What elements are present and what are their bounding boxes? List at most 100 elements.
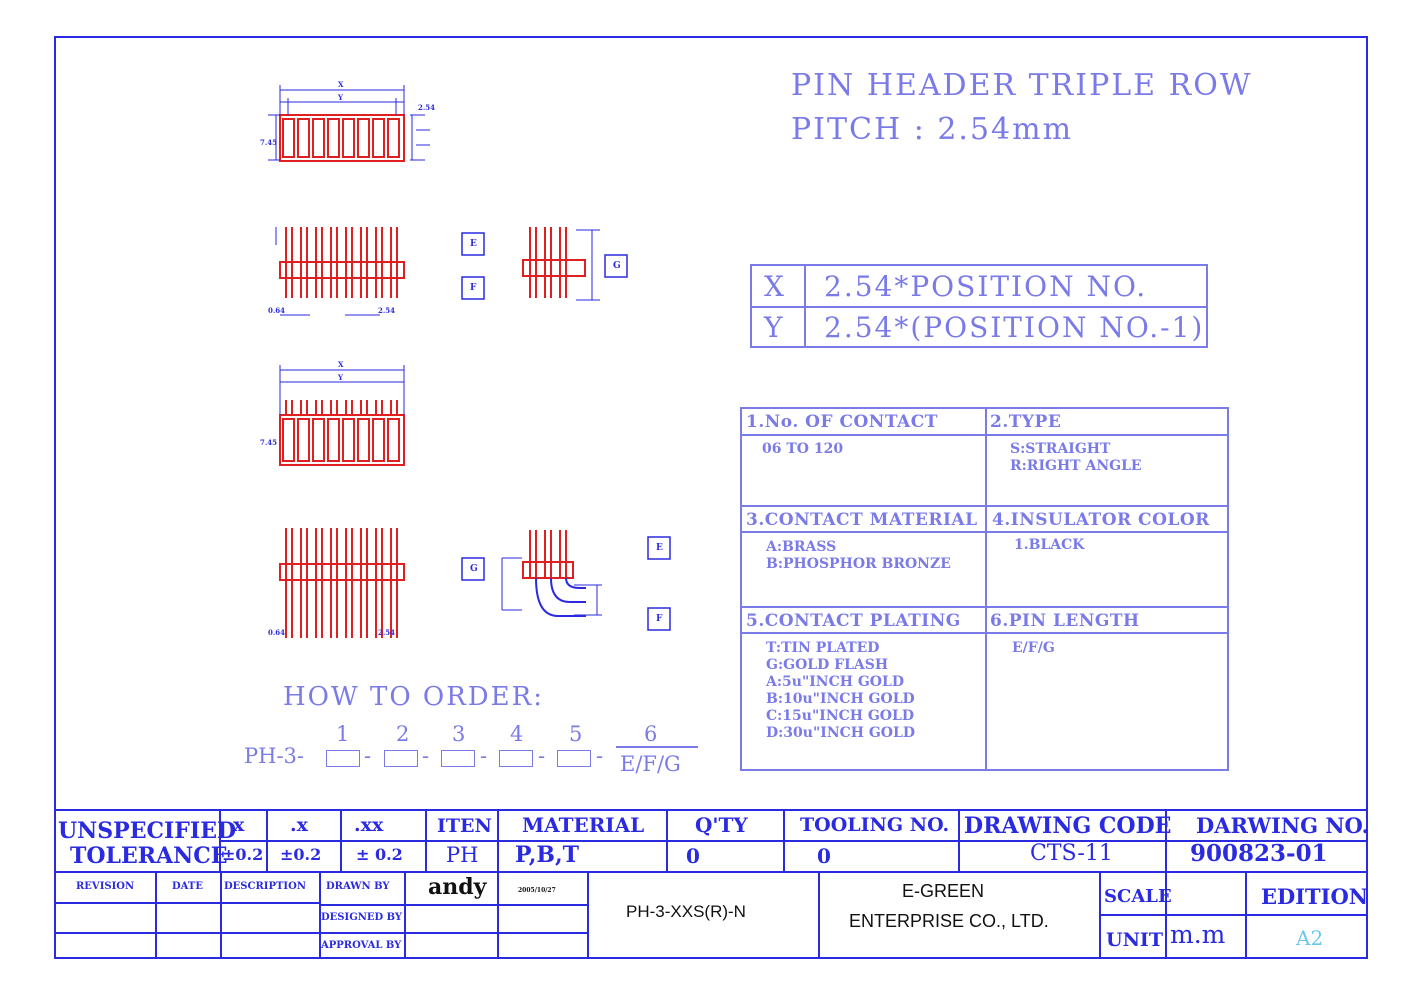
revision-label: REVISION	[76, 881, 135, 892]
callout-letters: E F G G E F	[470, 239, 663, 624]
title-block-grid	[54, 809, 1368, 959]
drawing-title: PIN HEADER TRIPLE ROW	[791, 68, 1253, 103]
tooling-value: 0	[817, 844, 831, 868]
dim-745-label: 7.45	[260, 438, 277, 447]
order-field-number: 4	[510, 722, 524, 746]
profile-ra-pins	[529, 530, 567, 578]
option-heading: 5.CONTACT PLATING	[746, 611, 961, 631]
order-dash: -	[364, 744, 372, 768]
option-body: A:BRASS B:PHOSPHOR BRONZE	[766, 539, 951, 572]
order-dash: -	[480, 744, 488, 768]
dim-pitch-label: 2.54	[378, 306, 395, 315]
order-field-number: 1	[336, 722, 350, 746]
iten-value: PH	[446, 843, 479, 867]
option-body: S:STRAIGHT R:RIGHT ANGLE	[1010, 441, 1142, 474]
order-dash: -	[596, 744, 604, 768]
date-label: DATE	[172, 881, 203, 892]
dim-x-label: X	[338, 360, 344, 369]
drawing-code-header: DRAWING CODE	[964, 813, 1172, 839]
dim-064-label: 0.64	[268, 306, 285, 315]
dim-pitch-label: 2.54	[378, 628, 395, 637]
header-top-view	[279, 114, 405, 162]
option-heading: 4.INSULATOR COLOR	[992, 510, 1210, 530]
profile-straight-pins	[529, 227, 567, 298]
company-name: E-GREEN	[902, 881, 985, 901]
order-dash: -	[422, 744, 430, 768]
order-prefix: PH-3-	[244, 744, 304, 768]
profile-ra-bends	[535, 577, 586, 617]
order-field-box	[326, 750, 360, 767]
straight-pins	[285, 227, 398, 298]
callout-f: F	[470, 283, 477, 293]
option-body: T:TIN PLATED G:GOLD FLASH A:5u"INCH GOLD…	[766, 640, 915, 741]
dimension-value: 2.54*POSITION NO.	[824, 270, 1148, 303]
option-heading: 6.PIN LENGTH	[990, 611, 1140, 631]
order-field-number: 2	[396, 722, 410, 746]
drawn-by-signature: andy	[428, 874, 487, 900]
option-body: E/F/G	[1012, 640, 1055, 656]
header-top-view-right-angle	[279, 414, 405, 466]
callout-f: F	[656, 614, 663, 624]
fraction-line	[616, 746, 698, 748]
tolerance-x: x	[233, 814, 245, 836]
option-body: 1.BLACK	[1014, 537, 1085, 553]
approval-by-label: APPROVAL BY	[321, 940, 402, 951]
profile-straight-body	[522, 259, 586, 277]
dim-y-label: Y	[337, 93, 344, 102]
description-label: DESCRIPTION	[224, 881, 306, 892]
tooling-header: TOOLING NO.	[800, 814, 950, 836]
order-field-number: 6	[644, 722, 658, 746]
dim-x-label: X	[338, 80, 344, 89]
pin-grid-top-ra	[282, 400, 400, 462]
dim-254-label: 2.54	[418, 103, 435, 112]
material-value: P,B,T	[515, 842, 579, 868]
callout-boxes	[461, 232, 671, 631]
option-heading: 1.No. OF CONTACT	[746, 412, 938, 432]
tolerance-value: ±0.2	[280, 845, 322, 864]
company-name-suffix: ENTERPRISE CO., LTD.	[849, 911, 1049, 931]
drawing-no-header: DARWING NO.	[1196, 813, 1369, 838]
insulator-side-view-ra	[279, 563, 405, 581]
order-dash: -	[538, 744, 546, 768]
material-header: MATERIAL	[522, 813, 645, 837]
dimension-row-y: Y 2.54*(POSITION NO.-1)	[752, 307, 1206, 348]
callout-e: E	[656, 543, 663, 553]
option-body: 06 TO 120	[762, 441, 844, 457]
options-table: 1.No. OF CONTACT 06 TO 120 2.TYPE S:STRA…	[740, 407, 1229, 771]
technical-drawings: X Y 2.54 7.45 0.64 2.54 X Y 7.45 0.64 2.…	[260, 80, 671, 638]
order-field-number: 5	[569, 722, 583, 746]
drawing-subtitle: PITCH : 2.54mm	[791, 112, 1074, 147]
ra-pins	[285, 528, 398, 638]
tolerance-xx: .xx	[354, 814, 384, 836]
part-number: PH-3-XXS(R)-N	[626, 902, 746, 921]
order-field-box	[441, 750, 475, 767]
tolerance-value: ± 0.2	[356, 845, 403, 864]
drawing-code-value: CTS-11	[1030, 841, 1113, 866]
dimension-key: X	[764, 270, 786, 303]
tolerance-label: UNSPECIFIED	[58, 818, 237, 844]
drawing-no-value: 900823-01	[1190, 840, 1328, 867]
order-field-number: 3	[452, 722, 466, 746]
tolerance-x1: .x	[290, 814, 308, 836]
callout-g: G	[613, 261, 621, 271]
order-field-box	[384, 750, 418, 767]
iten-header: ITEN	[437, 815, 492, 837]
option-heading: 2.TYPE	[990, 412, 1062, 432]
dimension-value: 2.54*(POSITION NO.-1)	[824, 311, 1205, 344]
order-field-box	[499, 750, 533, 767]
drawing-frame	[54, 36, 1368, 959]
scale-label: SCALE	[1104, 886, 1172, 907]
how-to-order-heading: HOW TO ORDER:	[283, 682, 544, 712]
option-heading: 3.CONTACT MATERIAL	[746, 510, 978, 530]
insulator-side-view	[279, 261, 405, 279]
dim-745-label: 7.45	[260, 138, 277, 147]
qty-value: 0	[686, 844, 700, 868]
tolerance-label: TOLERANCE	[70, 843, 228, 869]
qty-header: Q'TY	[695, 813, 748, 837]
dimension-row-x: X 2.54*POSITION NO.	[752, 266, 1206, 307]
profile-ra-body	[522, 561, 574, 579]
dimension-table: X 2.54*POSITION NO. Y 2.54*(POSITION NO.…	[750, 264, 1208, 348]
dim-064-label: 0.64	[268, 628, 285, 637]
unit-label: UNIT	[1106, 929, 1163, 951]
pin-grid-top	[282, 118, 400, 158]
